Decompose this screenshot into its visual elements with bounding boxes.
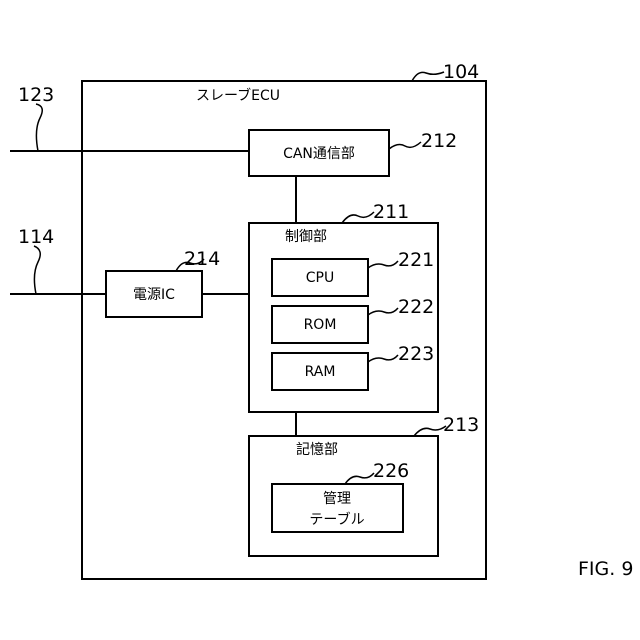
storage-title: 記憶部 <box>296 441 338 458</box>
management-table-line2: テーブル <box>309 511 364 528</box>
power-ic-label: 電源IC <box>133 287 175 303</box>
management-table-line1: 管理 <box>323 491 351 507</box>
figure-label: FIG. 9 <box>578 558 633 580</box>
storage-leader <box>414 426 446 436</box>
slave-ecu-ref: 104 <box>443 61 479 83</box>
slave-ecu-title: スレーブECU <box>196 87 280 104</box>
power-ic-ref: 214 <box>184 248 220 270</box>
control-ref: 211 <box>373 201 409 223</box>
rom-ref: 222 <box>398 296 434 318</box>
ram-ref: 223 <box>398 343 434 365</box>
rom-label: ROM <box>304 317 337 333</box>
cpu-leader <box>368 261 398 268</box>
can-comm-leader <box>389 142 421 149</box>
cpu-label: CPU <box>306 270 334 286</box>
bus-line-123-leader <box>36 104 42 151</box>
control-leader <box>342 212 374 223</box>
slave-ecu-leader <box>412 72 444 81</box>
rom-leader <box>368 308 398 315</box>
can-comm-label: CAN通信部 <box>283 146 355 162</box>
power-line-114-leader <box>34 246 40 294</box>
management-table-ref: 226 <box>373 460 409 482</box>
storage-ref: 213 <box>443 414 479 436</box>
control-title: 制御部 <box>285 229 327 245</box>
ram-label: RAM <box>305 364 336 380</box>
bus-line-123-ref: 123 <box>18 84 54 106</box>
can-comm-ref: 212 <box>421 130 457 152</box>
ram-leader <box>368 355 398 362</box>
management-table-leader <box>345 473 374 484</box>
cpu-ref: 221 <box>398 249 434 271</box>
power-line-114-ref: 114 <box>18 226 54 248</box>
